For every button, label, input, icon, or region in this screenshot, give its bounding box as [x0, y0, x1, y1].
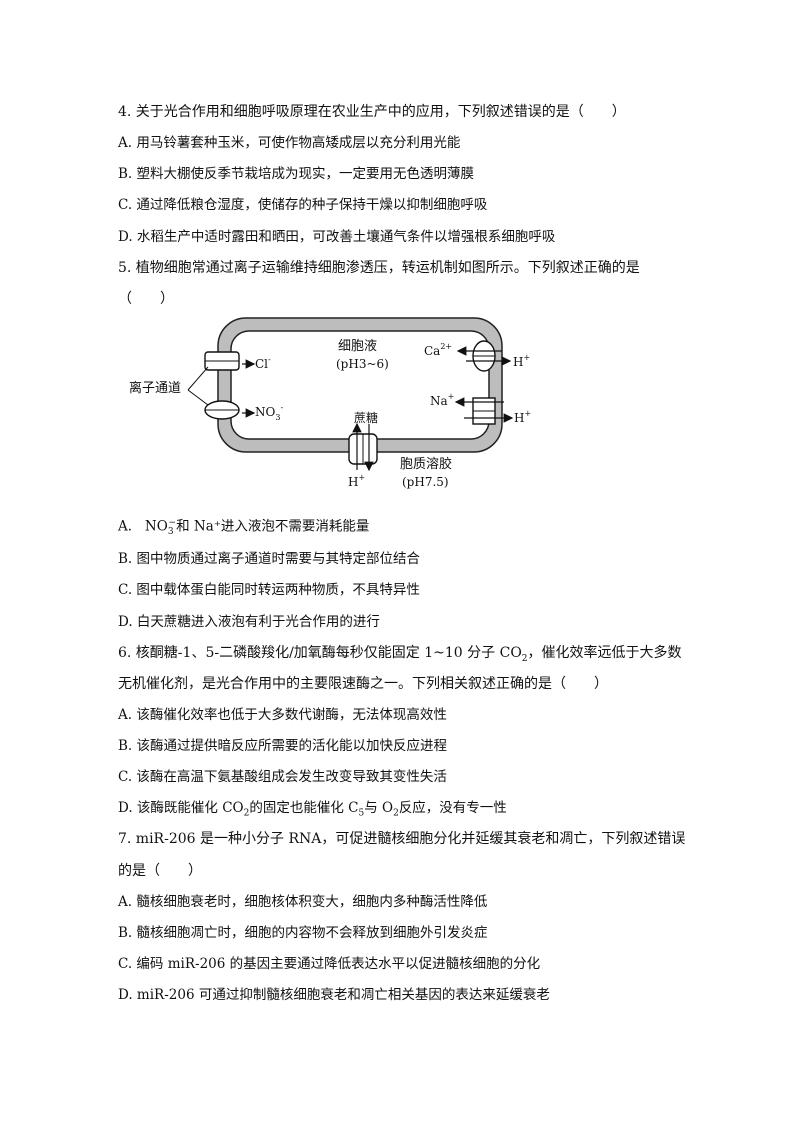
- q6-stem-line1: 6. 核酮糖-1、5-二磷酸羧化/加氧酶每秒仅能固定 1~10 分子 CO2，催…: [118, 645, 682, 664]
- q4-option-a: A. 用马铃薯套种玉米，可使作物高矮成层以充分利用光能: [118, 135, 461, 151]
- no3-label: NO3-: [255, 403, 283, 422]
- q6-option-b: B. 该酶通过提供暗反应所需要的活化能以加快反应进程: [118, 738, 448, 754]
- q5-stem: 5. 植物细胞常通过离子运输维持细胞渗透压，转运机制如图所示。下列叙述正确的是: [118, 260, 640, 276]
- q5-option-d: D. 白天蔗糖进入液泡有利于光合作用的进行: [118, 614, 380, 630]
- q7-stem-line2: 的是（ ）: [118, 863, 202, 879]
- vacuole-membrane-outer: [217, 317, 503, 453]
- q6-stem-line2: 无机催化剂，是光合作用中的主要限速酶之一。下列相关叙述正确的是（ ）: [118, 676, 608, 692]
- vacuole-membrane-inner: [230, 330, 490, 440]
- na-h-antiporter: [472, 397, 496, 425]
- q6-option-a: A. 该酶催化效率也低于大多数代谢酶，无法体现高效性: [118, 707, 447, 723]
- cl-label: Cl-: [255, 355, 271, 371]
- q5-option-c: C. 图中载体蛋白能同时转运两种物质，不具特异性: [118, 582, 420, 598]
- q4-option-d: D. 水稻生产中适时露田和晒田，可改善土壤通气条件以增强根系细胞呼吸: [118, 229, 556, 245]
- q7-option-a: A. 髓核细胞衰老时，细胞核体积变大，细胞内多种酶活性降低: [118, 894, 488, 910]
- q7-option-c: C. 编码 miR-206 的基因主要通过降低表达水平以促进髓核细胞的分化: [118, 956, 541, 972]
- q4-option-b: B. 塑料大棚使反季节栽培成为现实，一定要用无色透明薄膜: [118, 166, 475, 182]
- cytosol-label: 胞质溶胶: [400, 456, 452, 472]
- ion-channel-label: 离子通道: [129, 380, 181, 396]
- q4-option-c: C. 通过降低粮仓湿度，使储存的种子保持干燥以抑制细胞呼吸: [118, 197, 488, 213]
- q7-option-b: B. 髓核细胞凋亡时，细胞的内容物不会释放到细胞外引发炎症: [118, 925, 488, 941]
- h-label-1: H+: [513, 353, 530, 369]
- q4-stem: 4. 关于光合作用和细胞呼吸原理在农业生产中的应用，下列叙述错误的是（ ）: [118, 104, 626, 120]
- cell-sap-label: 细胞液: [338, 339, 377, 354]
- cell-sap-ph: (pH3~6): [336, 357, 389, 371]
- q6-option-c: C. 该酶在高温下氨基酸组成会发生改变导致其变性失活: [118, 769, 447, 785]
- ca-label: Ca2+: [424, 342, 452, 358]
- sucrose-h-antiporter: [348, 433, 378, 465]
- no3-channel: [204, 400, 240, 420]
- cl-channel: [204, 351, 240, 371]
- sucrose-label: 蔗糖: [354, 410, 378, 425]
- ca-h-antiporter: [472, 340, 496, 372]
- cytosol-ph: (pH7.5): [402, 475, 449, 489]
- q6-option-d: D. 该酶既能催化 CO2的固定也能催化 C5与 O2反应，没有专一性: [118, 800, 507, 819]
- q5-stem-bracket: （ ）: [118, 291, 174, 307]
- q7-stem-line1: 7. miR-206 是一种小分子 RNA，可促进髓核细胞分化并延缓其衰老和凋亡…: [118, 831, 686, 847]
- h-label-2: H+: [514, 409, 531, 425]
- h-label-3: H+: [348, 473, 365, 489]
- q5-option-a: A. NO3−和 Na⁺进入液泡不需要消耗能量: [118, 518, 370, 538]
- q7-option-d: D. miR-206 可通过抑制髓核细胞衰老和凋亡相关基因的表达来延缓衰老: [118, 987, 550, 1003]
- na-label: Na+: [430, 392, 454, 408]
- q5-option-b: B. 图中物质通过离子通道时需要与其特定部位结合: [118, 551, 421, 567]
